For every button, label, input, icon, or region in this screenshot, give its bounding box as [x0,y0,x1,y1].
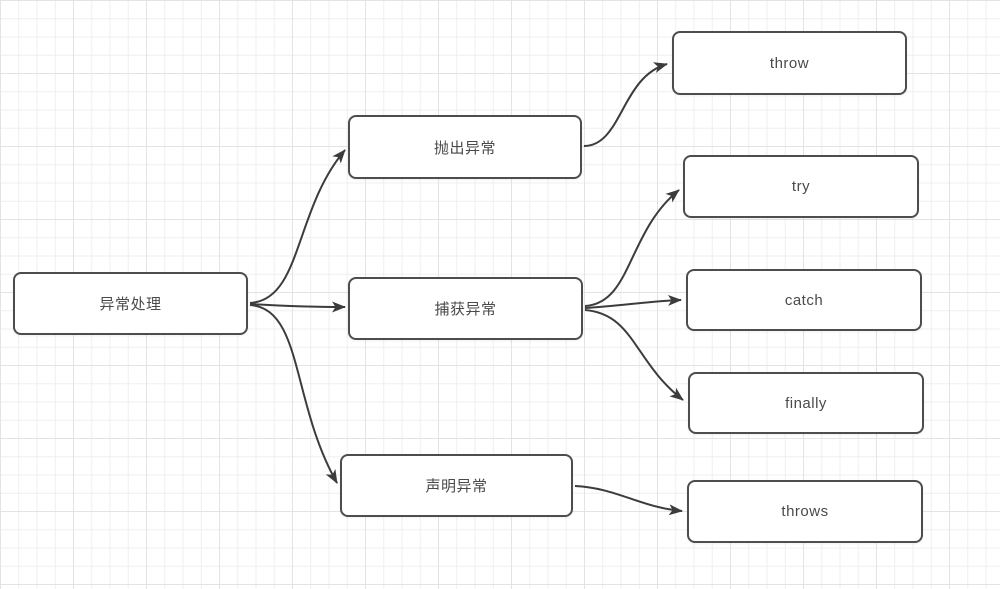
edge-catch-exception-to-try[interactable] [584,189,680,307]
node-finally[interactable]: finally [688,372,924,434]
node-label: throws [781,503,829,520]
edge-catch-exception-to-finally[interactable] [584,309,684,401]
node-catch-exception[interactable]: 捕获异常 [348,277,583,340]
edge-catch-exception-to-catch[interactable] [584,294,682,309]
node-try[interactable]: try [683,155,919,218]
node-exception-handling[interactable]: 异常处理 [13,272,248,335]
node-throws[interactable]: throws [687,480,923,543]
node-throw-exception[interactable]: 抛出异常 [348,115,582,179]
node-label: 抛出异常 [433,139,496,157]
node-label: 异常处理 [99,296,162,313]
node-label: 捕获异常 [434,301,497,318]
node-declare-exception[interactable]: 声明异常 [340,454,573,517]
node-catch[interactable]: catch [686,269,922,331]
node-throw[interactable]: throw [672,31,907,95]
edge-declare-exception-to-throws[interactable] [574,485,683,516]
node-label: finally [785,394,827,412]
node-label: 声明异常 [425,478,488,495]
edge-root-to-declare-exception[interactable] [249,304,338,484]
edge-root-to-catch-exception[interactable] [249,301,346,313]
node-label: catch [784,291,824,309]
node-label: throw [769,54,810,72]
edge-root-to-throw-exception[interactable] [249,149,346,304]
edge-throw-exception-to-throw[interactable] [583,62,668,147]
node-label: try [791,178,811,195]
